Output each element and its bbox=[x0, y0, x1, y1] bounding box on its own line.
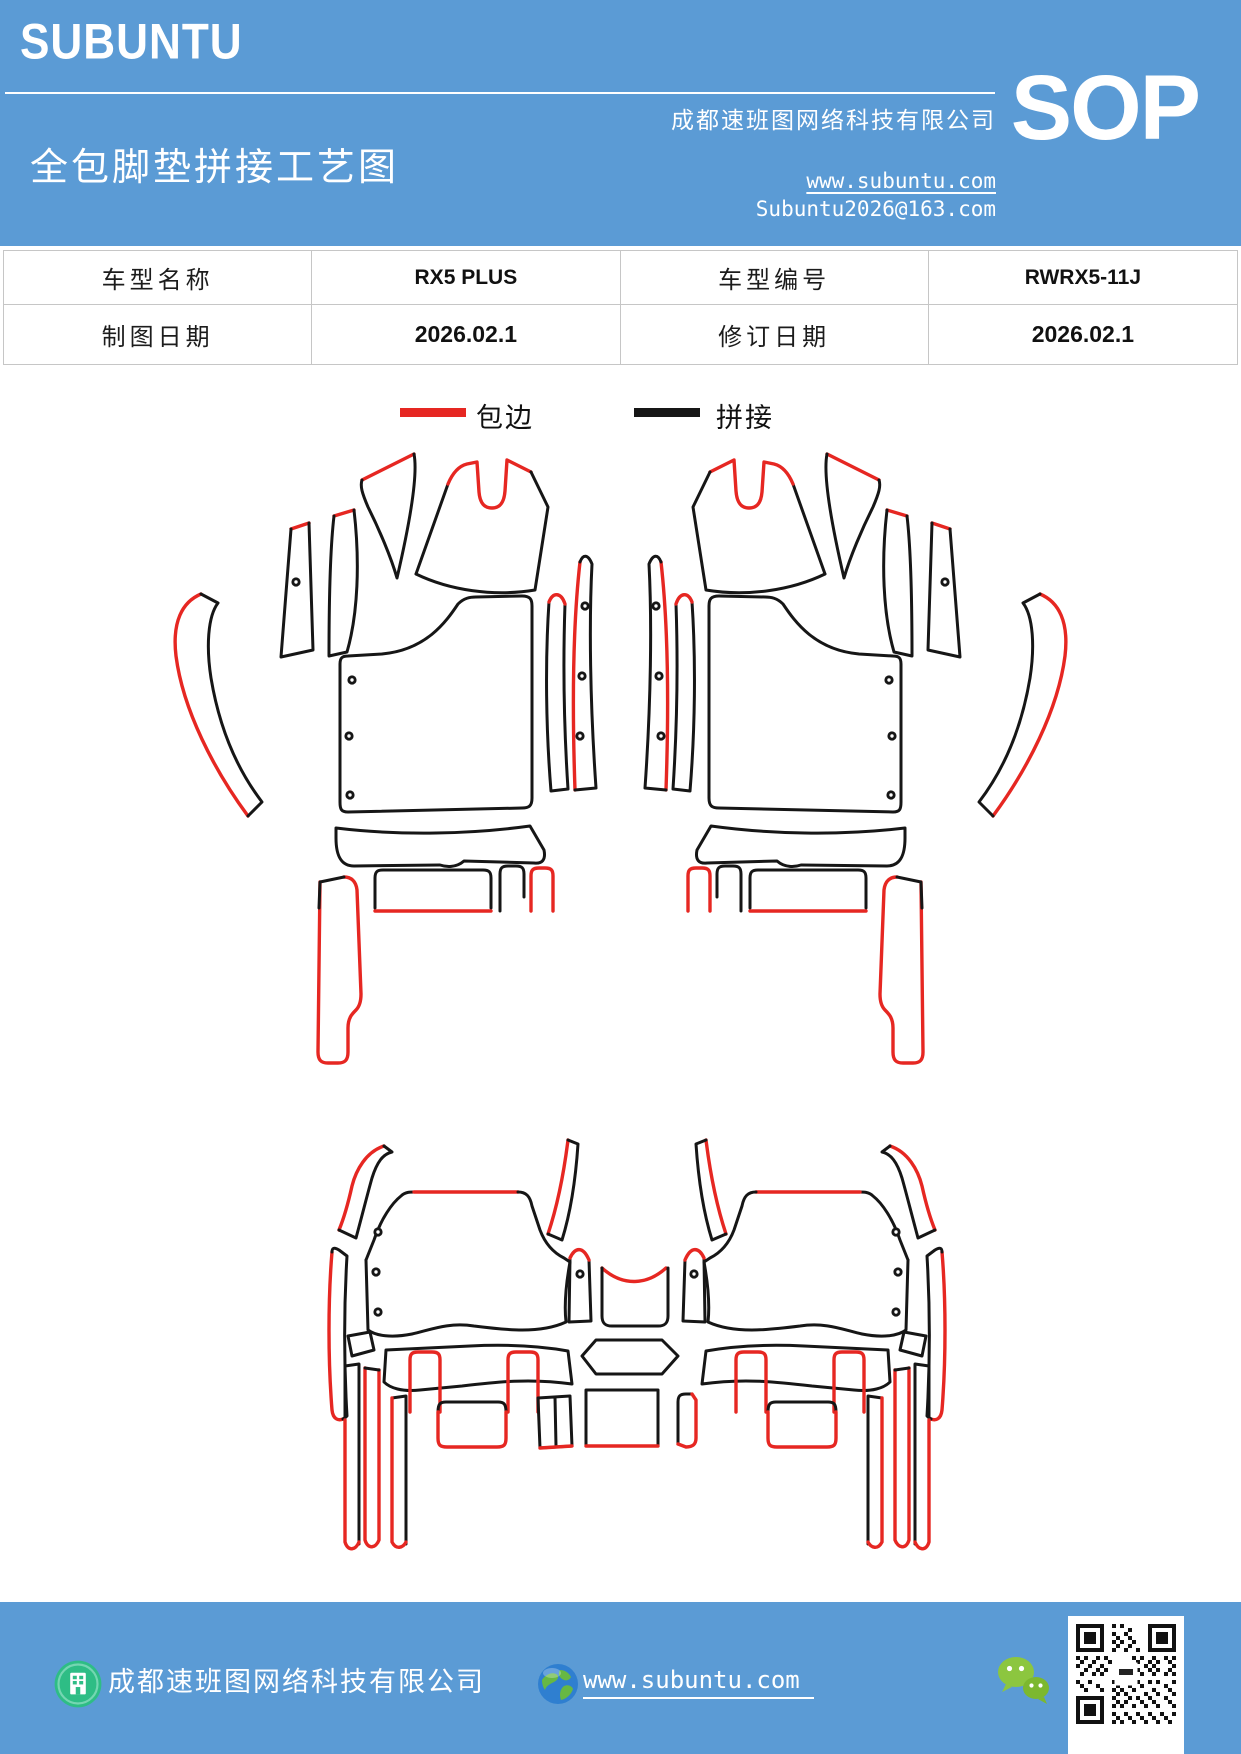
footer-company-name: 成都速班图网络科技有限公司 bbox=[108, 1667, 485, 1697]
cell-revision-date-value: 2026.02.1 bbox=[929, 305, 1237, 364]
globe-icon bbox=[538, 1664, 578, 1704]
header-company-name: 成都速班图网络科技有限公司 bbox=[671, 108, 996, 133]
revision-date-label: 修订日期 bbox=[718, 325, 831, 351]
header-divider bbox=[5, 92, 995, 94]
legend: 包边 拼接 bbox=[0, 399, 1241, 435]
front-right-mat-group bbox=[643, 452, 1068, 1065]
header-email: Subuntu2026@163.com bbox=[755, 197, 996, 221]
footer-website-link[interactable]: www.subuntu.com bbox=[583, 1666, 814, 1699]
model-code-label: 车型编号 bbox=[718, 268, 831, 294]
edge-wrap-label: 包边 bbox=[476, 403, 534, 433]
model-name-value: RX5 PLUS bbox=[414, 265, 518, 289]
edge-wrap-swatch bbox=[400, 408, 466, 417]
model-name-label: 车型名称 bbox=[101, 268, 214, 294]
company-logo: SUBUNTU bbox=[20, 13, 243, 70]
cell-model-code-value: RWRX5-11J bbox=[928, 251, 1237, 305]
cell-draw-date-label: 制图日期 bbox=[4, 305, 313, 364]
sop-badge: SOP bbox=[1010, 57, 1201, 159]
front-left-mat-group bbox=[173, 452, 598, 1065]
page-title: 全包脚垫拼接工艺图 bbox=[30, 147, 400, 189]
qr-code bbox=[1068, 1616, 1184, 1754]
splice-label: 拼接 bbox=[716, 403, 774, 433]
wechat-icon bbox=[998, 1657, 1049, 1704]
cell-model-name-value: RX5 PLUS bbox=[312, 251, 621, 305]
revision-date-value: 2026.02.1 bbox=[1031, 321, 1135, 347]
splice-swatch bbox=[634, 408, 700, 417]
draw-date-label: 制图日期 bbox=[101, 325, 214, 351]
building-icon bbox=[54, 1660, 102, 1708]
header-website-link[interactable]: www.subuntu.com bbox=[806, 169, 996, 193]
rear-center-pieces bbox=[536, 1266, 698, 1450]
rear-left-mat-group bbox=[327, 1138, 593, 1551]
model-code-value: RWRX5-11J bbox=[1024, 265, 1142, 289]
cell-draw-date-value: 2026.02.1 bbox=[312, 305, 621, 364]
cell-model-code-label: 车型编号 bbox=[620, 251, 929, 305]
cell-revision-date-label: 修订日期 bbox=[621, 305, 929, 364]
footer-band: 成都速班图网络科技有限公司 www.subuntu.com bbox=[0, 1602, 1241, 1754]
header-band: SUBUNTU 全包脚垫拼接工艺图 成都速班图网络科技有限公司 www.subu… bbox=[0, 0, 1241, 246]
cell-model-name-label: 车型名称 bbox=[4, 251, 313, 305]
draw-date-value: 2026.02.1 bbox=[414, 321, 518, 347]
rear-right-mat-group bbox=[681, 1138, 947, 1551]
info-table: 车型名称 RX5 PLUS 车型编号 RWRX5-11J 制图日期 2026.0… bbox=[3, 250, 1238, 365]
